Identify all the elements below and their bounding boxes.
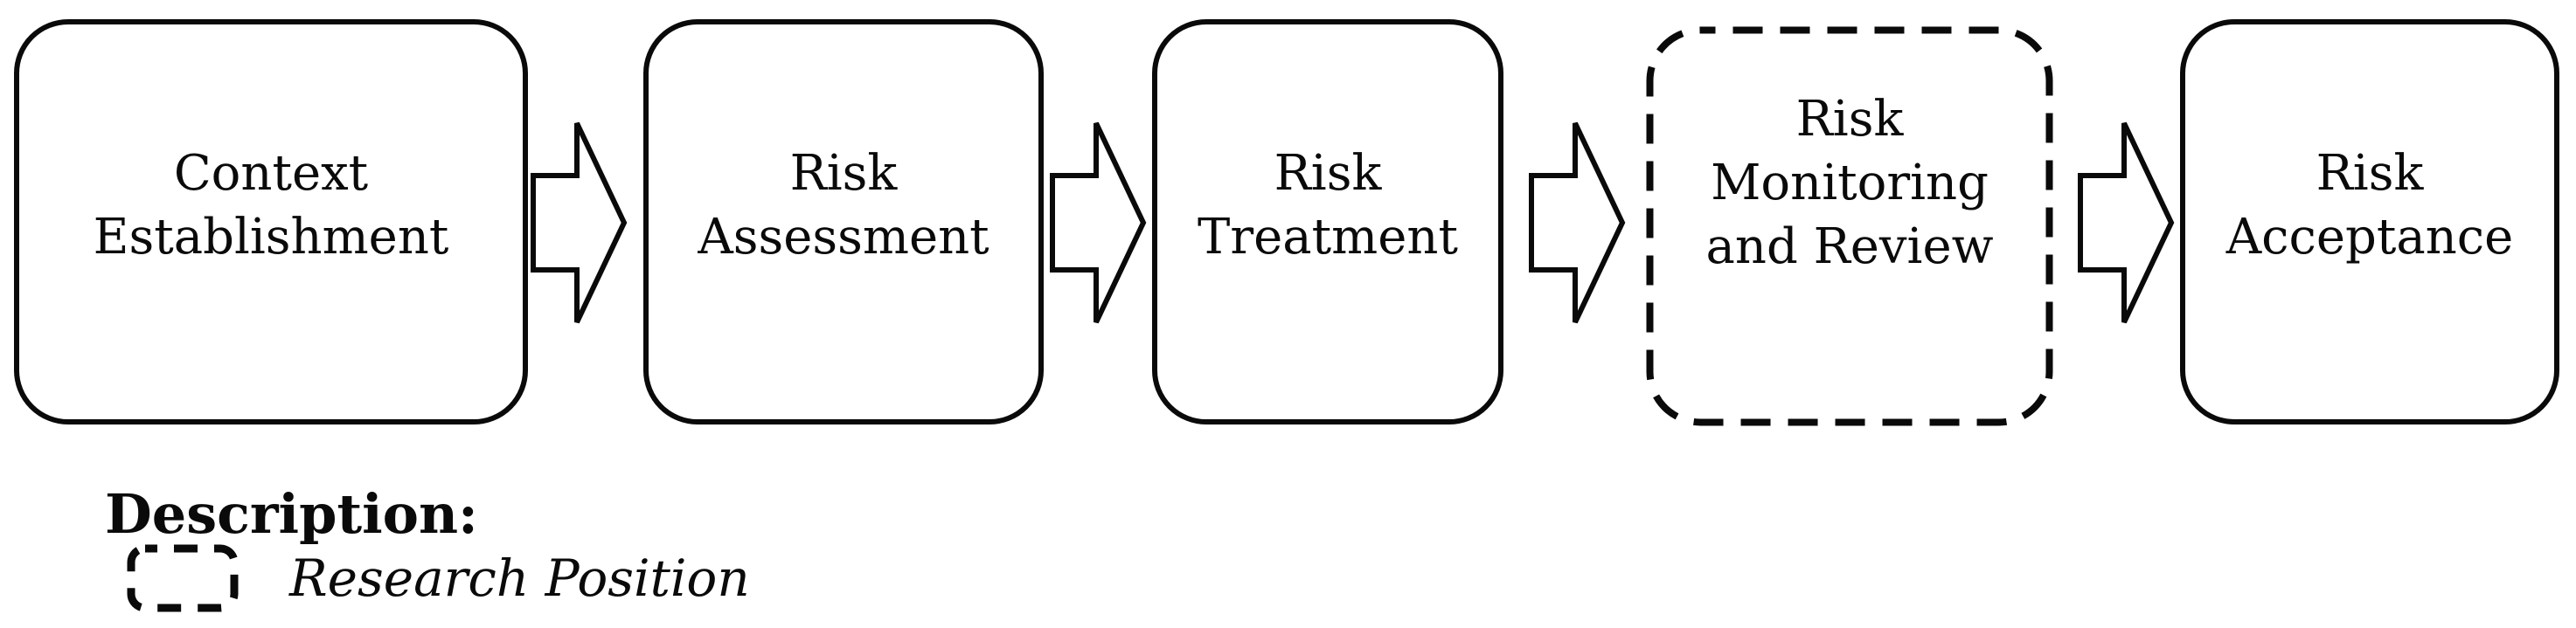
flow-arrow-icon [1050, 121, 1147, 324]
box-label: Risk Assessment [698, 145, 989, 266]
flow-box-context-establishment: Context Establishment [14, 19, 528, 424]
flow-box-risk-acceptance: Risk Acceptance [2180, 19, 2559, 424]
flow-arrow-icon [531, 121, 628, 324]
legend-title: Description: [105, 482, 478, 546]
box-label: Risk Treatment [1198, 145, 1458, 266]
flow-box-risk-treatment: Risk Treatment [1152, 19, 1503, 424]
dashed-border [1646, 26, 2053, 426]
flow-box-risk-assessment: Risk Assessment [643, 19, 1044, 424]
dashed-box-icon [127, 544, 239, 612]
box-label: Risk Acceptance [2225, 145, 2514, 266]
box-label: Context Establishment [93, 145, 449, 266]
flow-arrow-icon [2078, 121, 2175, 324]
legend-item-label: Research Position [289, 549, 750, 608]
flow-arrow-icon [1529, 121, 1626, 324]
box-label: Risk Monitoring and Review [1705, 90, 1994, 275]
flow-box-risk-monitoring-and-review: Risk Monitoring and Review [1646, 26, 2053, 426]
legend-item: Research Position [127, 543, 750, 613]
